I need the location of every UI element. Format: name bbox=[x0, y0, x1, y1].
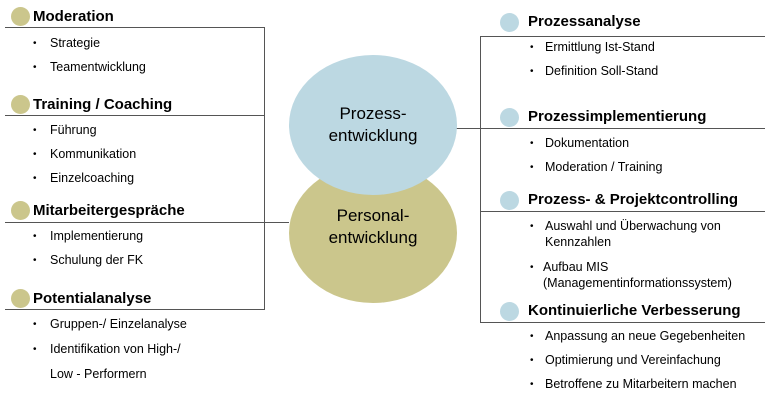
bullet: • bbox=[33, 62, 37, 73]
list-item: Kommunikation bbox=[50, 147, 137, 161]
personalentwicklung-circle bbox=[289, 163, 457, 303]
left-divider-4 bbox=[5, 309, 264, 310]
prozessentwicklung-line-2: entwicklung bbox=[328, 126, 418, 145]
bullet: • bbox=[33, 173, 37, 184]
list-item: Einzelcoaching bbox=[50, 171, 135, 185]
bullet: • bbox=[33, 231, 37, 242]
bullet: • bbox=[530, 262, 534, 273]
moderation-dot bbox=[11, 7, 30, 26]
bullet: • bbox=[530, 379, 534, 390]
personalentwicklung-label: Personal- entwicklung bbox=[288, 205, 458, 249]
bullet: • bbox=[530, 42, 534, 53]
list-item: Strategie bbox=[50, 36, 101, 50]
bullet: • bbox=[530, 331, 534, 342]
projektcontrolling-dot bbox=[500, 191, 519, 210]
list-item: Identifikation von High-/ bbox=[50, 342, 181, 356]
kontinuierliche-verbesserung-dot bbox=[500, 302, 519, 321]
list-item: Ermittlung Ist-Stand bbox=[545, 40, 655, 54]
bullet: • bbox=[33, 255, 37, 266]
list-item-continuation: (Managementinformationssystem) bbox=[543, 276, 732, 290]
prozessanalyse-heading: Prozessanalyse bbox=[528, 13, 641, 30]
left-divider-2 bbox=[5, 115, 264, 116]
list-item-continuation: Low - Performern bbox=[50, 367, 147, 381]
bullet: • bbox=[33, 319, 37, 330]
list-item: Moderation / Training bbox=[545, 160, 663, 174]
prozessimplementierung-heading: Prozessimplementierung bbox=[528, 108, 707, 125]
bullet: • bbox=[530, 66, 534, 77]
right-divider-2 bbox=[452, 128, 765, 129]
prozessentwicklung-circle bbox=[289, 55, 457, 195]
list-item: Aufbau MIS bbox=[543, 260, 609, 274]
right-divider-3 bbox=[480, 211, 765, 212]
list-item-continuation: Kennzahlen bbox=[545, 235, 612, 249]
personalentwicklung-line-2: entwicklung bbox=[328, 228, 418, 247]
bullet: • bbox=[33, 149, 37, 160]
prozessimplementierung-dot bbox=[500, 108, 519, 127]
list-item: Schulung der FK bbox=[50, 253, 144, 267]
mitarbeitergespraeche-heading: Mitarbeitergespräche bbox=[33, 202, 185, 219]
list-item: Optimierung und Vereinfachung bbox=[545, 353, 721, 367]
prozessentwicklung-line-1: Prozess- bbox=[339, 104, 407, 123]
training-coaching-dot bbox=[11, 95, 30, 114]
projektcontrolling-heading: Prozess- & Projektcontrolling bbox=[528, 191, 739, 208]
bullet: • bbox=[33, 125, 37, 136]
left-connector bbox=[264, 27, 265, 310]
personalentwicklung-line-1: Personal- bbox=[336, 206, 410, 225]
right-divider-4 bbox=[480, 322, 765, 323]
mitarbeitergespraeche-dot bbox=[11, 201, 30, 220]
list-item: Führung bbox=[50, 123, 97, 137]
right-divider-1 bbox=[480, 36, 765, 37]
kontinuierliche-verbesserung-heading: Kontinuierliche Verbesserung bbox=[528, 302, 741, 319]
potentialanalyse-dot bbox=[11, 289, 30, 308]
list-item: Gruppen-/ Einzelanalyse bbox=[50, 317, 187, 331]
right-connector bbox=[480, 36, 481, 323]
list-item: Definition Soll-Stand bbox=[545, 64, 659, 78]
prozessentwicklung-label: Prozess- entwicklung bbox=[288, 103, 458, 147]
left-divider-3 bbox=[5, 222, 289, 223]
bullet: • bbox=[530, 138, 534, 149]
list-item: Dokumentation bbox=[545, 136, 630, 150]
bullet: • bbox=[530, 162, 534, 173]
left-divider-1 bbox=[5, 27, 264, 28]
bullet: • bbox=[530, 221, 534, 232]
bullet: • bbox=[33, 344, 37, 355]
prozessanalyse-dot bbox=[500, 13, 519, 32]
training-coaching-heading: Training / Coaching bbox=[33, 96, 173, 113]
list-item: Anpassung an neue Gegebenheiten bbox=[545, 329, 746, 343]
moderation-heading: Moderation bbox=[33, 8, 114, 25]
list-item: Auswahl und Überwachung von bbox=[545, 219, 721, 233]
list-item: Teamentwicklung bbox=[50, 60, 146, 74]
potentialanalyse-heading: Potentialanalyse bbox=[33, 290, 152, 307]
list-item: Betroffene zu Mitarbeitern machen bbox=[545, 377, 737, 391]
list-item: Implementierung bbox=[50, 229, 144, 243]
bullet: • bbox=[530, 355, 534, 366]
center-circles bbox=[289, 55, 457, 303]
bullet: • bbox=[33, 38, 37, 49]
